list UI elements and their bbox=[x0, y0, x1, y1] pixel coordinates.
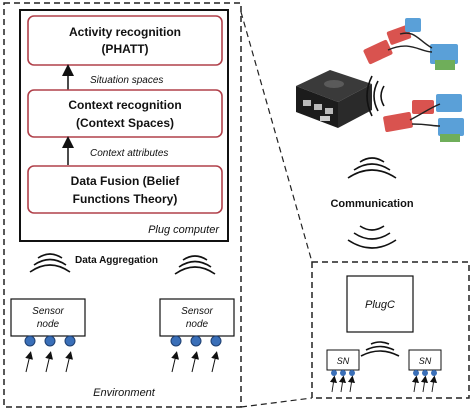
sensor-dot bbox=[190, 335, 202, 347]
sn-left-arrows bbox=[329, 375, 356, 393]
plugc-box bbox=[346, 275, 414, 333]
sensor-dot bbox=[24, 335, 36, 347]
sn-dot bbox=[349, 370, 355, 376]
sensor-dot bbox=[170, 335, 182, 347]
connector-line-top bbox=[240, 11, 313, 263]
plugc-wireless-icon bbox=[360, 341, 400, 357]
sensor-node-right-line2: node bbox=[186, 319, 209, 330]
sensor-devices-bottom-image bbox=[383, 94, 464, 142]
sn-right-label: SN bbox=[419, 356, 432, 366]
sensor-node-right-line1: Sensor bbox=[181, 306, 213, 317]
device-wireless-icon bbox=[366, 75, 385, 117]
sn-right-arrows bbox=[411, 375, 438, 393]
environment-label: Environment bbox=[93, 387, 156, 399]
activity-recognition-box bbox=[27, 15, 223, 66]
wireless-icon-right bbox=[174, 255, 216, 275]
right-dashed-panel bbox=[311, 261, 470, 399]
sensor-node-left-line1: Sensor bbox=[32, 306, 64, 317]
situation-spaces-label: Situation spaces bbox=[90, 75, 163, 86]
sensor-devices-top-image bbox=[363, 18, 458, 70]
sn-dot bbox=[422, 370, 428, 376]
sensor-input-arrows-right bbox=[171, 351, 219, 373]
sn-left-label: SN bbox=[337, 356, 350, 366]
sn-dot bbox=[431, 370, 437, 376]
context-line1: Context recognition bbox=[68, 98, 181, 112]
sensor-node-left-line2: node bbox=[37, 319, 60, 330]
communication-label: Communication bbox=[330, 198, 413, 210]
context-recognition-box bbox=[27, 89, 223, 138]
sn-dot bbox=[340, 370, 346, 376]
plug-computer-device-image bbox=[296, 70, 372, 128]
data-fusion-box bbox=[27, 165, 223, 214]
context-line2: (Context Spaces) bbox=[76, 116, 174, 130]
sensor-dot bbox=[64, 335, 76, 347]
sensor-node-right bbox=[159, 298, 235, 337]
sensor-input-arrows-left bbox=[25, 351, 73, 373]
sensor-dot bbox=[44, 335, 56, 347]
data-aggregation-label: Data Aggregation bbox=[75, 255, 158, 266]
activity-line1: Activity recognition bbox=[69, 25, 181, 39]
communication-wireless-top bbox=[347, 157, 397, 179]
plug-computer-label: Plug computer bbox=[148, 224, 220, 236]
sn-dot bbox=[413, 370, 419, 376]
context-attributes-label: Context attributes bbox=[90, 148, 168, 159]
connector-line-bottom bbox=[240, 397, 313, 408]
fusion-line2: Functions Theory) bbox=[73, 192, 178, 206]
fusion-line1: Data Fusion (Belief bbox=[71, 174, 181, 188]
plugc-label: PlugC bbox=[365, 299, 395, 311]
sensor-node-left bbox=[10, 298, 86, 337]
sn-dot bbox=[331, 370, 337, 376]
wireless-icon-left bbox=[29, 253, 71, 273]
left-dashed-panel bbox=[3, 2, 242, 408]
activity-line2: (PHATT) bbox=[101, 42, 148, 56]
communication-wireless-bottom bbox=[347, 225, 397, 249]
sensor-dot bbox=[210, 335, 222, 347]
